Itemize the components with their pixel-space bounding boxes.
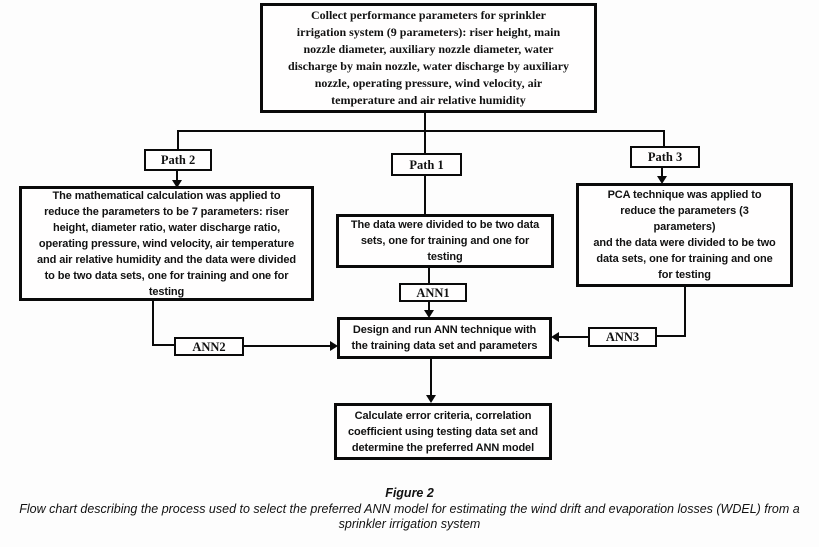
node-design-run-ann: Design and run ANN technique with the tr…: [337, 317, 552, 359]
arrowhead-into-design-left: [330, 341, 338, 351]
connector-design-to-calculate: [430, 359, 432, 396]
node-path-1: Path 1: [391, 153, 462, 176]
connector-splitbox-to-ann1: [428, 268, 430, 283]
arrowhead-into-design-top: [424, 310, 434, 318]
connector-pcabox-down: [684, 287, 686, 336]
connector-path2-to-mathbox: [176, 171, 178, 181]
node-collect-parameters: Collect performance parameters for sprin…: [260, 3, 597, 113]
node-calculate-error: Calculate error criteria, correlation co…: [334, 403, 552, 460]
connector-branch-horizontal: [177, 130, 665, 132]
figure-caption-text: Flow chart describing the process used t…: [19, 502, 800, 531]
node-path-3: Path 3: [630, 146, 700, 168]
connector-branch-to-path1: [424, 131, 426, 153]
connector-ann1-to-design: [428, 302, 430, 311]
node-mathematical-calculation: The mathematical calculation was applied…: [19, 186, 314, 301]
connector-path1-to-splitbox: [424, 176, 426, 214]
node-pca-technique: PCA technique was applied to reduce the …: [576, 183, 793, 287]
connector-path3-to-pcabox: [661, 168, 663, 177]
figure-caption: Figure 2 Flow chart describing the proce…: [0, 486, 819, 532]
node-path-2: Path 2: [144, 149, 212, 171]
connector-branch-to-path3: [663, 130, 665, 146]
connector-ann2-to-design: [244, 345, 331, 347]
figure-label: Figure 2: [385, 486, 434, 500]
node-data-split: The data were divided to be two data set…: [336, 214, 554, 268]
node-ann1: ANN1: [399, 283, 467, 302]
node-ann3: ANN3: [588, 327, 657, 347]
arrowhead-into-calculate: [426, 395, 436, 403]
node-ann2: ANN2: [174, 337, 244, 356]
arrowhead-into-design-right: [551, 332, 559, 342]
connector-to-ann3: [657, 335, 686, 337]
arrowhead-into-pcabox: [657, 176, 667, 184]
connector-top-to-branch: [424, 113, 426, 131]
connector-mathbox-down: [152, 301, 154, 346]
connector-to-ann2: [152, 344, 176, 346]
arrowhead-into-mathbox: [172, 180, 182, 188]
connector-branch-to-path2: [177, 130, 179, 149]
connector-ann3-to-design: [559, 336, 589, 338]
